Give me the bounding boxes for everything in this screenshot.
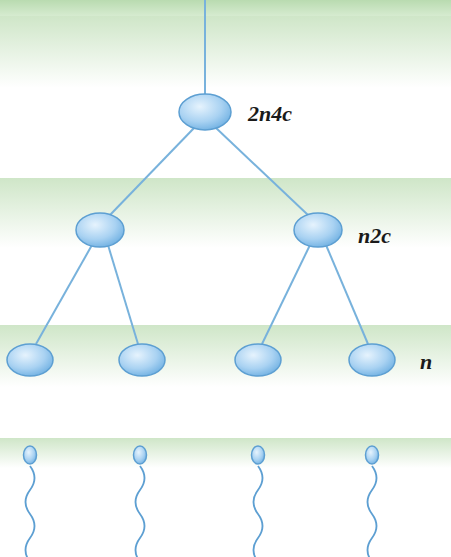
sperm-head (366, 446, 379, 464)
band (0, 325, 451, 387)
band (0, 16, 451, 88)
sperm-head (252, 446, 265, 464)
band (0, 178, 451, 248)
ploidy-label: 2n4c (248, 103, 292, 125)
band (0, 0, 451, 16)
sperm-tail (254, 466, 263, 557)
ploidy-label: n (420, 351, 432, 373)
cells (7, 94, 395, 376)
band (0, 438, 451, 468)
sperm-head (24, 446, 37, 464)
sperm-tail (136, 466, 145, 557)
sperm-tail (368, 466, 377, 557)
division-lines (36, 0, 368, 344)
ploidy-label: n2c (358, 225, 391, 247)
sperm-cells (24, 446, 379, 557)
sperm-tail (26, 466, 35, 557)
sperm-head (134, 446, 147, 464)
